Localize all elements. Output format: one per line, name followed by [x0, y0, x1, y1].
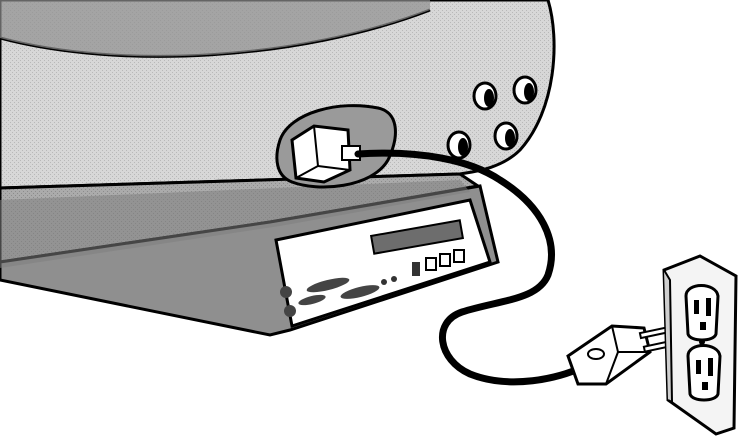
outlet-screw	[699, 339, 705, 345]
io-dot-b	[391, 276, 397, 282]
io-knob-b	[284, 305, 296, 317]
io-jack-a	[412, 262, 420, 276]
power-plug-icon	[568, 326, 670, 384]
io-jack-b	[426, 258, 436, 270]
io-jack-d	[454, 250, 464, 262]
io-knob-a	[280, 286, 292, 298]
wall-outlet-icon	[664, 256, 736, 434]
outlet-receptacle-lower	[688, 346, 720, 401]
io-jack-c	[440, 254, 450, 266]
io-dot-a	[381, 279, 387, 285]
outlet-receptacle-upper	[686, 286, 718, 341]
